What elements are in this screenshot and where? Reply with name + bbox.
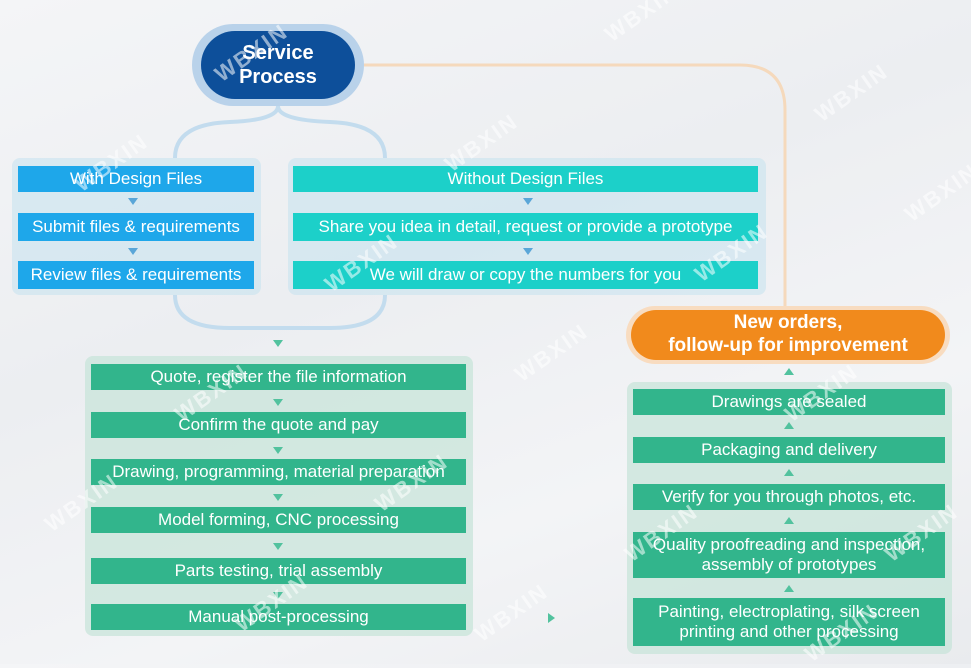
arrow-up-icon: [784, 517, 794, 524]
without-design-files-header: Without Design Files: [293, 166, 758, 192]
arrow-down-icon: [273, 340, 283, 347]
arrow-up-icon: [784, 368, 794, 375]
arrow-down-icon: [273, 543, 283, 550]
arrow-right-icon: [548, 613, 555, 623]
followup-step: Painting, electroplating, silk screen pr…: [633, 598, 945, 646]
arrow-down-icon: [523, 248, 533, 255]
followup-step: Quality proofreading and inspection, ass…: [633, 532, 945, 578]
main-step: Drawing, programming, material preparati…: [91, 459, 466, 485]
main-step: Model forming, CNC processing: [91, 507, 466, 533]
followup-step: Drawings are sealed: [633, 389, 945, 415]
arrow-down-icon: [128, 248, 138, 255]
arrow-down-icon: [523, 198, 533, 205]
followup-step: Packaging and delivery: [633, 437, 945, 463]
review-files-step: Review files & requirements: [18, 261, 254, 289]
arrow-down-icon: [273, 592, 283, 599]
main-step: Confirm the quote and pay: [91, 412, 466, 438]
new-orders-title: New orders, follow-up for improvement: [631, 310, 945, 360]
main-step: Quote, register the file information: [91, 364, 466, 390]
arrow-up-icon: [784, 585, 794, 592]
arrow-down-icon: [128, 198, 138, 205]
with-design-files-header: With Design Files: [18, 166, 254, 192]
arrow-up-icon: [784, 422, 794, 429]
arrow-down-icon: [273, 399, 283, 406]
submit-files-step: Submit files & requirements: [18, 213, 254, 241]
draw-copy-step: We will draw or copy the numbers for you: [293, 261, 758, 289]
share-idea-step: Share you idea in detail, request or pro…: [293, 213, 758, 241]
arrow-up-icon: [784, 469, 794, 476]
arrow-down-icon: [273, 494, 283, 501]
service-process-title: Service Process: [201, 31, 355, 99]
new-orders-pill: New orders, follow-up for improvement: [626, 306, 950, 364]
service-process-title-pill: Service Process: [192, 24, 364, 106]
followup-step: Verify for you through photos, etc.: [633, 484, 945, 510]
main-step: Manual post-processing: [91, 604, 466, 630]
main-step: Parts testing, trial assembly: [91, 558, 466, 584]
arrow-down-icon: [273, 447, 283, 454]
